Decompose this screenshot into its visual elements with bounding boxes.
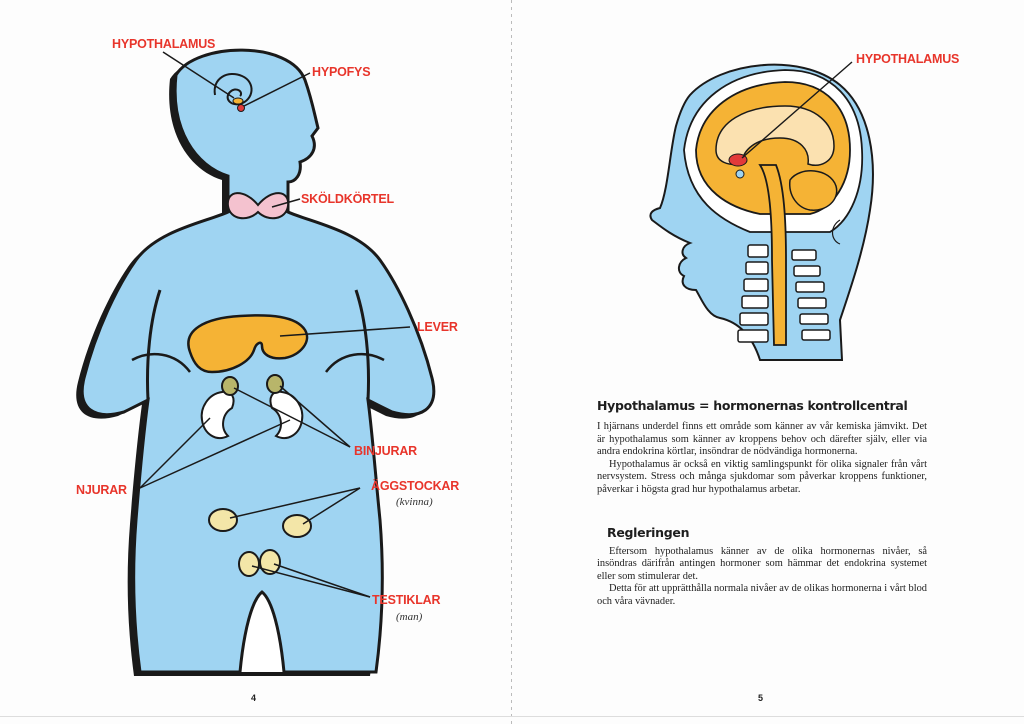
paragraph-regulation-1: Eftersom hypothalamus känner av de olika… [597, 545, 927, 582]
label-hypofys: HYPOFYS [312, 65, 370, 79]
kidney-left [200, 390, 235, 439]
testis-right [259, 549, 281, 575]
thyroid [226, 192, 290, 220]
pointer-line-hypothalamus-right [741, 61, 853, 159]
pointer-lines-left [139, 51, 411, 598]
testis-left [238, 551, 260, 577]
label-skoldkortel: SKÖLDKÖRTEL [301, 191, 395, 206]
liver [187, 314, 309, 374]
article-text: Hypothalamus = hormonernas kontrollcentr… [597, 398, 927, 609]
label-lever: LEVER [417, 320, 458, 334]
page-number-left: 4 [251, 693, 257, 703]
note-kvinna: (kvinna) [396, 496, 433, 508]
head-profile [649, 63, 874, 361]
label-binjurar: BINJURAR [354, 444, 417, 458]
paragraph-regulation-2: Detta för att upprätthålla normala nivåe… [597, 583, 927, 607]
heading-regulation: Regleringen [607, 524, 690, 540]
label-testiklar: TESTIKLAR [372, 593, 441, 607]
bottom-edge [0, 716, 1024, 717]
paragraph-main-1: I hjärnans underdel finns ett område som… [597, 421, 927, 458]
ovary-right [282, 514, 312, 538]
paragraph-main-2: Hypothalamus är också en viktig samlings… [597, 458, 927, 495]
adrenal-left [221, 376, 239, 396]
label-hypothalamus-right: HYPOTHALAMUS [856, 52, 959, 66]
label-aggstockar: ÄGGSTOCKAR [371, 478, 459, 493]
note-man: (man) [396, 611, 423, 623]
ovary-left [208, 508, 238, 532]
heading-main: Hypothalamus = hormonernas kontrollcentr… [597, 398, 908, 413]
body-figure [76, 48, 436, 677]
page-gutter [511, 0, 512, 724]
label-hypothalamus-left: HYPOTHALAMUS [112, 37, 215, 51]
brain-swirl [213, 73, 253, 112]
label-njurar: NJURAR [76, 483, 127, 497]
page-number-right: 5 [758, 693, 764, 703]
adrenal-right [266, 374, 284, 394]
